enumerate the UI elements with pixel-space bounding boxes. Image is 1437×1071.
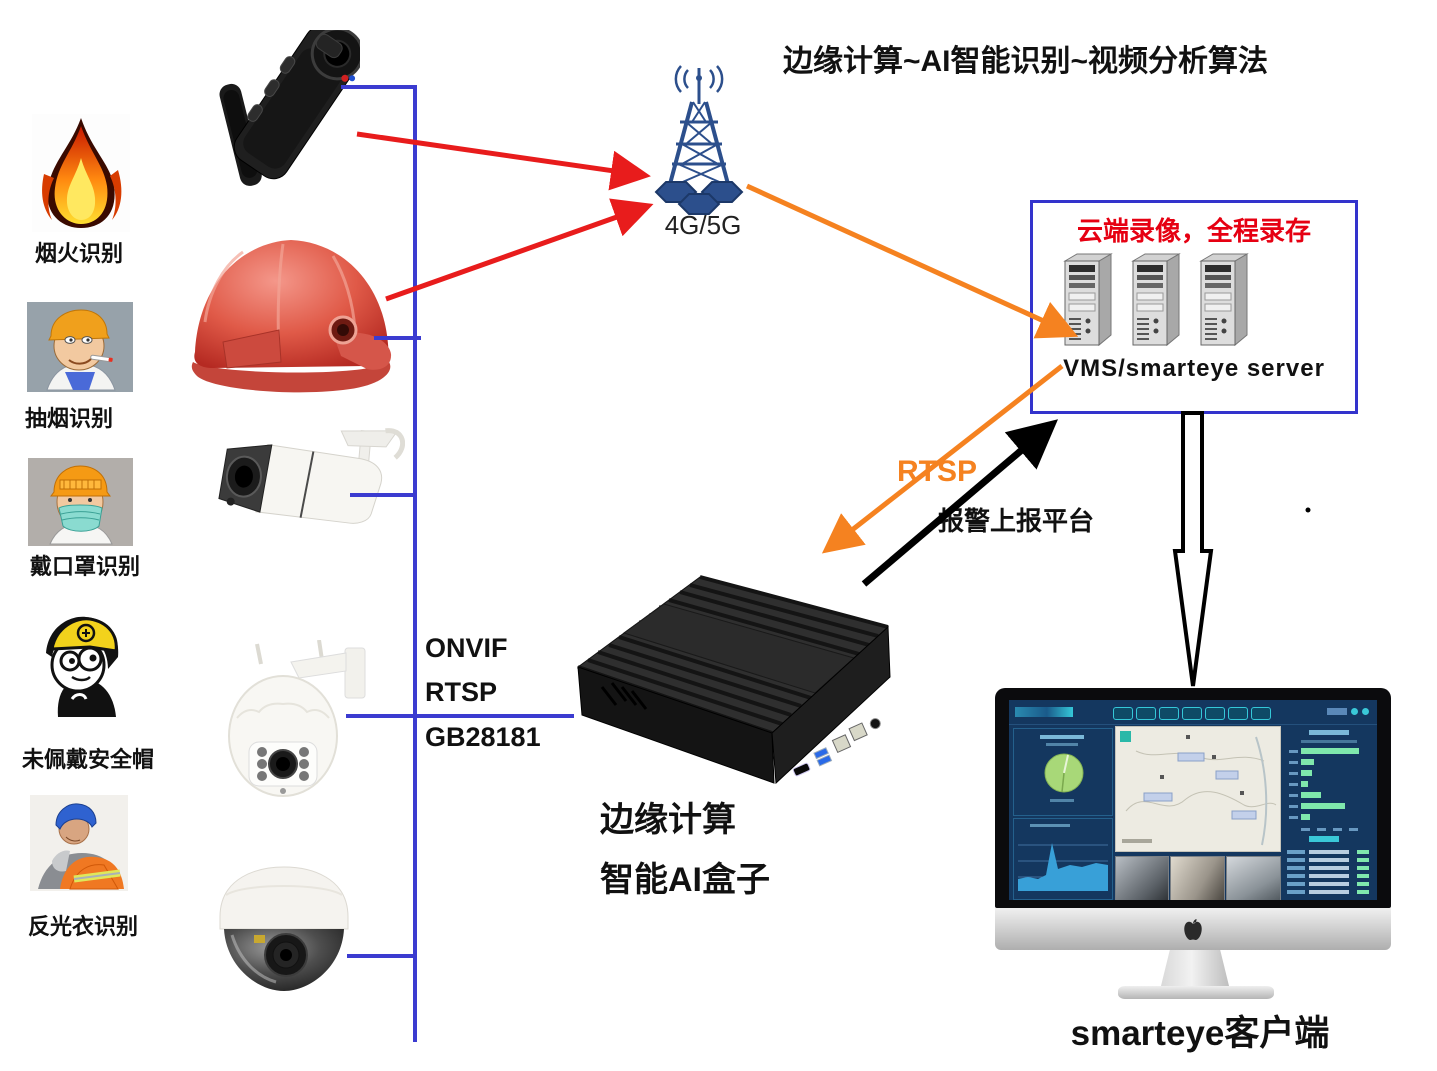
client-caption: smarteye客户端 (1070, 1014, 1330, 1053)
dashboard-logo (1015, 707, 1073, 717)
dashboard-user-widget (1327, 708, 1347, 715)
dashboard-area-chart (1018, 843, 1108, 891)
recognition-label: 未佩戴安全帽 (22, 747, 155, 772)
monitor-chin (995, 908, 1391, 950)
cell-tower-icon (654, 65, 744, 215)
bullet-camera-image (218, 428, 405, 524)
recognition-label: 抽烟识别 (25, 406, 114, 431)
dashboard-map (1115, 726, 1281, 852)
page-title: 边缘计算~AI智能识别~视频分析算法 (783, 45, 1269, 78)
recognition-label: 烟火识别 (35, 241, 124, 266)
dashboard-nav-button (1205, 707, 1225, 720)
vest-image (30, 795, 128, 891)
vms-server-box: 云端录像，全程录存 VMS/smarteye server (1030, 200, 1358, 414)
dashboard-table (1285, 834, 1373, 898)
dashboard-pie-panel (1013, 728, 1113, 816)
stray-dot (1305, 507, 1311, 513)
monitor-stand-neck (1160, 950, 1230, 990)
edge-box-caption-1: 边缘计算 (600, 801, 736, 839)
dashboard-icon (1351, 708, 1358, 715)
dashboard-icon (1362, 708, 1369, 715)
dashboard-pie-chart (1044, 753, 1084, 793)
bodycam-to-tower-arrow (356, 131, 651, 191)
dome-camera-image (219, 866, 349, 991)
dashboard-divider (1009, 724, 1377, 725)
dashboard-nav-button (1228, 707, 1248, 720)
body-camera-image (219, 30, 360, 186)
ptz-camera-image (228, 640, 366, 797)
dashboard-video-thumb (1115, 856, 1169, 900)
recognition-label: 反光衣识别 (28, 914, 139, 939)
dashboard-nav-button (1251, 707, 1271, 720)
dashboard-area-panel (1013, 818, 1113, 900)
recognition-label: 戴口罩识别 (30, 554, 141, 579)
dashboard-video-thumb (1170, 856, 1225, 900)
edge-box-caption-2: 智能AI盒子 (600, 861, 770, 899)
edge-ai-box-image (576, 575, 891, 785)
dashboard-nav-button (1182, 707, 1202, 720)
vms-server-label: VMS/smarteye server (1063, 355, 1325, 382)
smarteye-dashboard (1009, 700, 1377, 900)
dashboard-map-content (1120, 731, 1277, 846)
smart-helmet-image (191, 240, 392, 393)
tower-label: 4G/5G (664, 210, 742, 240)
dashboard-nav-button (1113, 707, 1133, 720)
protocol-label-onvif: ONVIF (425, 633, 508, 663)
apple-logo-icon (1184, 919, 1202, 941)
monitor-screen (995, 688, 1391, 908)
dashboard-video-thumb (1226, 856, 1281, 900)
protocol-label-rtsp: RTSP (425, 677, 498, 707)
monitor-stand-base (1118, 986, 1274, 999)
server-rack-icons (1063, 253, 1248, 347)
vms-to-client-arrow (1172, 411, 1214, 687)
dashboard-nav-button (1136, 707, 1156, 720)
smoking-image (27, 302, 133, 392)
helmet-to-tower-arrow (385, 198, 654, 302)
dashboard-nav-button (1159, 707, 1179, 720)
no-helmet-image (28, 607, 134, 719)
tower-to-vms-arrow (745, 183, 1079, 339)
fire-image (32, 114, 130, 232)
mask-image (28, 458, 133, 546)
protocol-label-gb28181: GB28181 (425, 722, 541, 752)
vms-banner: 云端录像，全程录存 (1076, 216, 1311, 246)
rtsp-stream-label: RTSP (897, 455, 978, 488)
alarm-report-label: 报警上报平台 (938, 506, 1095, 536)
dashboard-bar-panel (1285, 726, 1373, 850)
